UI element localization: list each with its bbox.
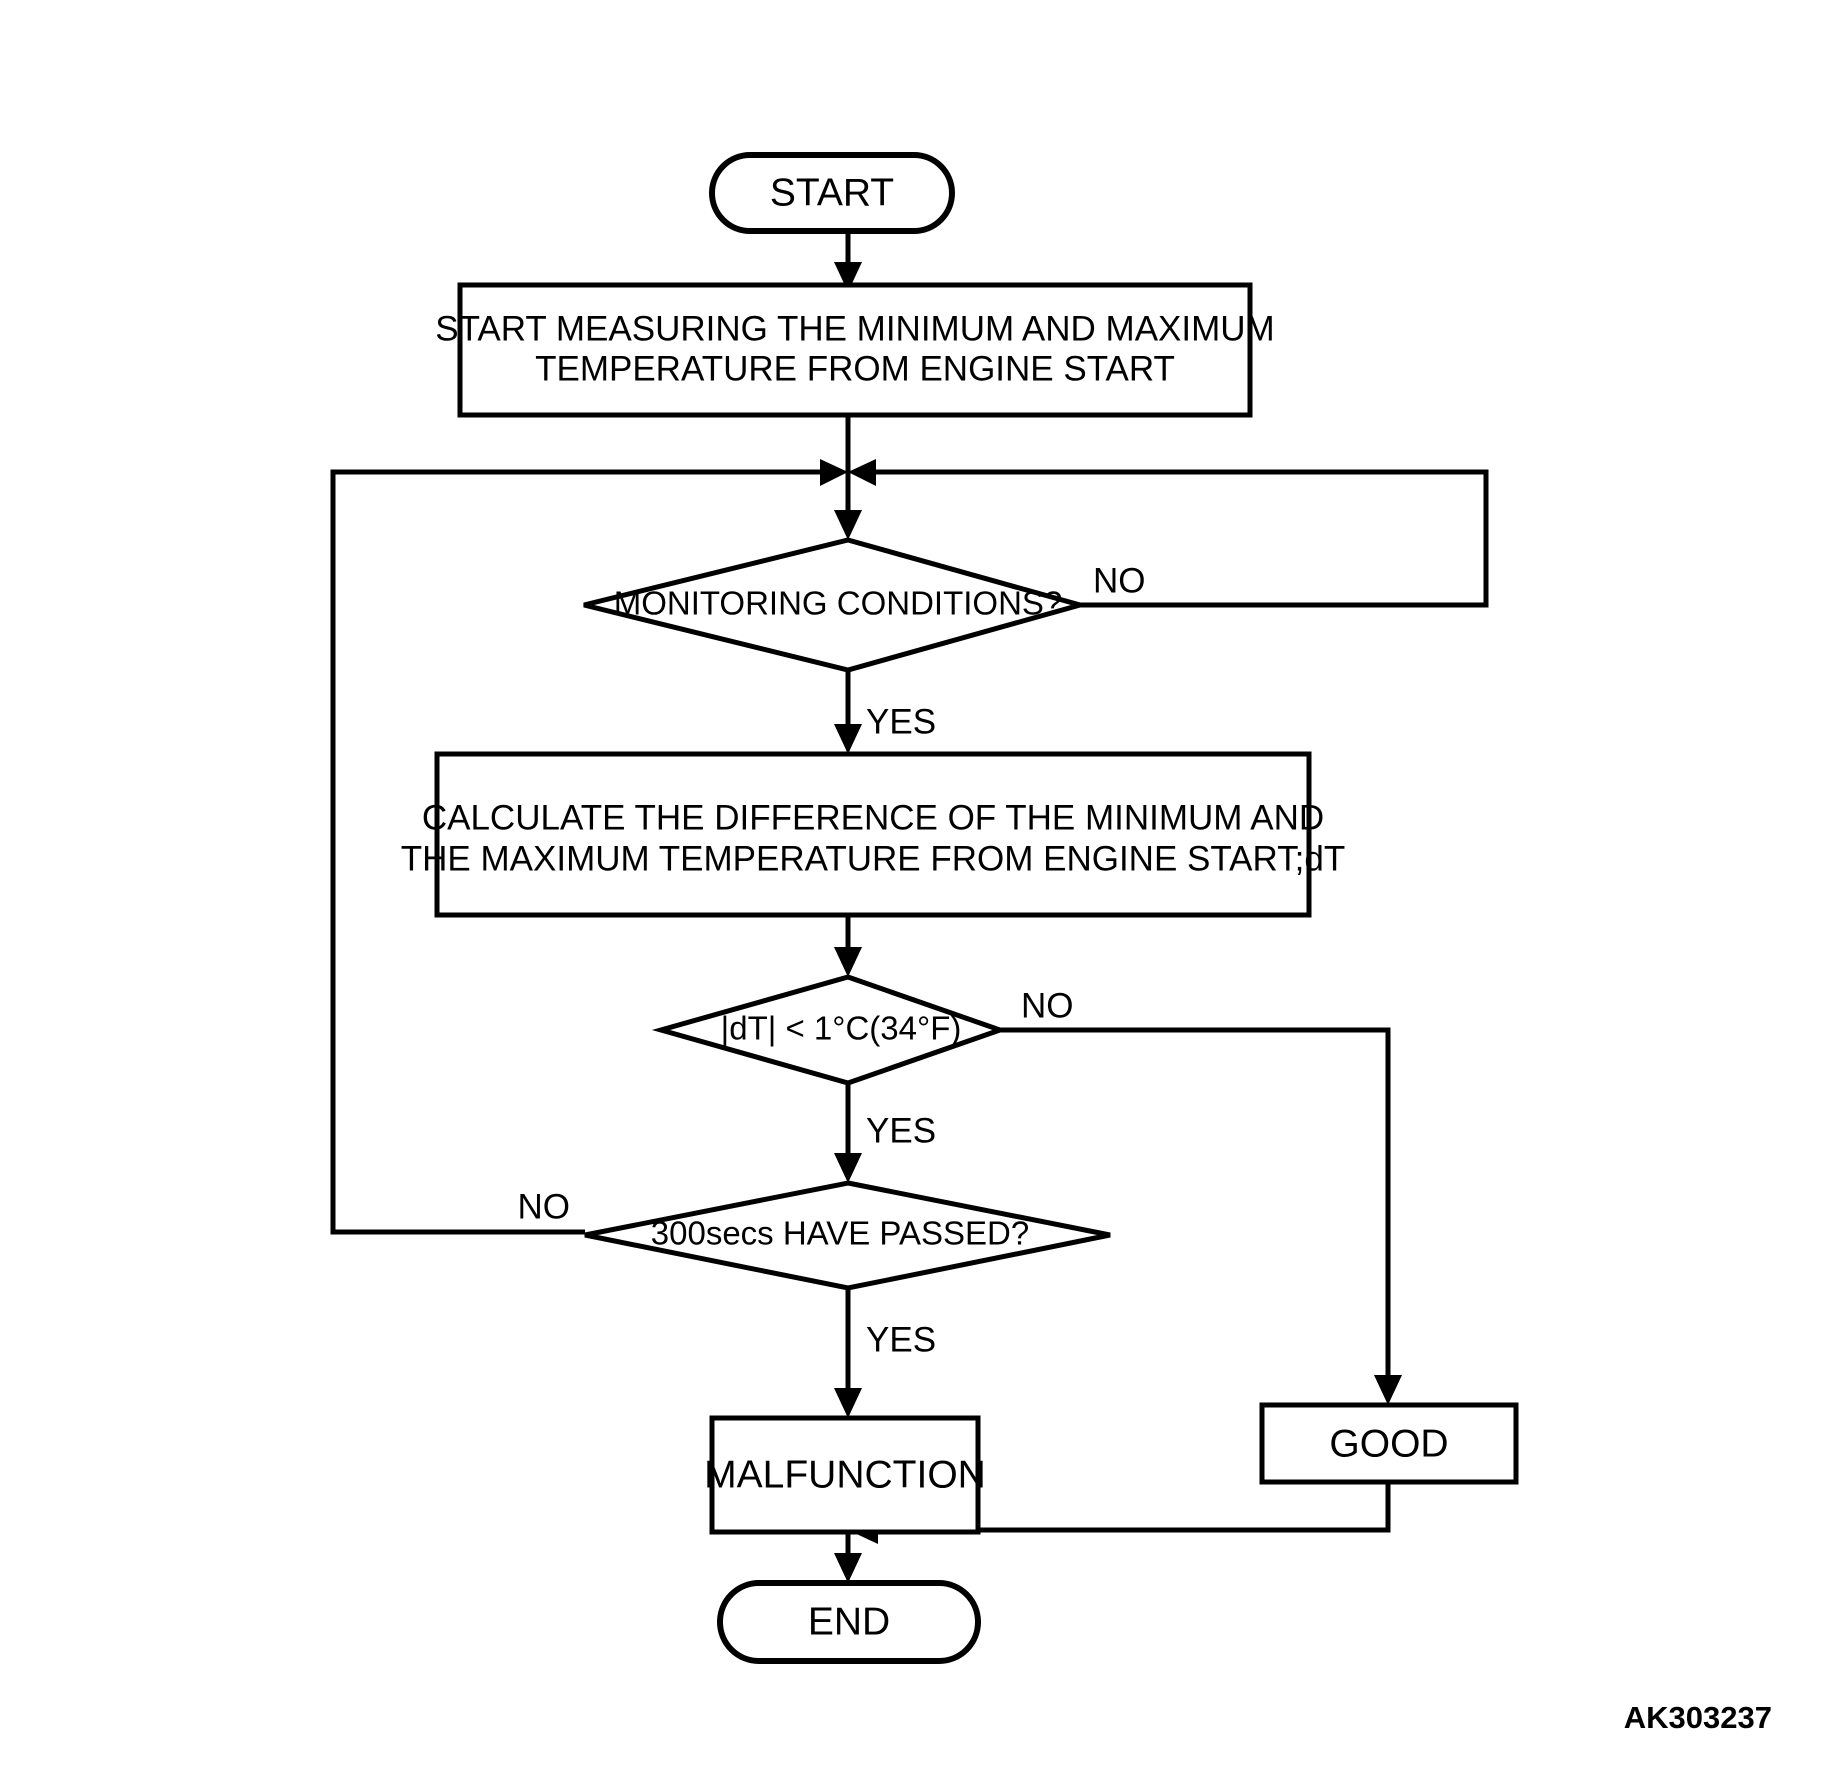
connector-start-to-measure [834,230,862,292]
connector-malfunction-to-end [834,1532,862,1583]
branch-label-time-no: NO [518,1187,571,1226]
node-result-good-label: GOOD [1329,1422,1448,1465]
node-process-calculate[interactable]: CALCULATE THE DIFFERENCE OF THE MINIMUM … [401,751,1345,918]
connector-loop-left-return [330,459,848,1235]
node-decision-dt-label: |dT| < 1°C(34°F) [721,1010,962,1047]
node-process-measure-line1: START MEASURING THE MINIMUM AND MAXIMUM [435,309,1274,348]
connector-dt-yes-to-time [834,1083,862,1183]
node-decision-monitoring-label: MONITORING CONDITIONS? [614,585,1063,622]
node-process-calculate-line1: CALCULATE THE DIFFERENCE OF THE MINIMUM … [422,798,1324,837]
branch-label-monitoring-no: NO [1093,561,1146,600]
node-result-malfunction[interactable]: MALFUNCTION [704,1415,986,1535]
branch-label-dt-no: NO [1021,986,1074,1025]
branch-label-monitoring-yes: YES [866,702,936,741]
node-process-calculate-line2: THE MAXIMUM TEMPERATURE FROM ENGINE STAR… [401,839,1345,878]
node-process-measure[interactable]: START MEASURING THE MINIMUM AND MAXIMUM … [435,282,1275,418]
node-start-label: START [770,171,894,214]
branch-label-time-yes: YES [866,1320,936,1359]
node-end[interactable]: END [717,1580,981,1664]
node-result-malfunction-label: MALFUNCTION [704,1453,986,1496]
connector-loop-right-return [848,459,1489,608]
branch-label-dt-yes: YES [866,1111,936,1150]
node-start[interactable]: START [709,152,955,234]
node-decision-monitoring[interactable]: MONITORING CONDITIONS? [583,537,1090,673]
node-decision-time[interactable]: 300secs HAVE PASSED? [584,1180,1111,1291]
node-decision-dt[interactable]: |dT| < 1°C(34°F) [651,974,1008,1086]
connector-monitoring-yes-to-calculate [834,670,862,754]
node-decision-time-label: 300secs HAVE PASSED? [651,1215,1029,1252]
node-result-good[interactable]: GOOD [1259,1402,1519,1485]
connector-merge-to-monitoring [834,472,862,540]
node-process-measure-line2: TEMPERATURE FROM ENGINE START [535,349,1175,388]
node-end-label: END [808,1600,890,1643]
connector-dt-no-to-good [1000,1027,1402,1405]
connector-time-yes-to-malfunction [834,1288,862,1418]
connector-calculate-to-dt [834,915,862,977]
reference-code: AK303237 [1624,1700,1772,1735]
